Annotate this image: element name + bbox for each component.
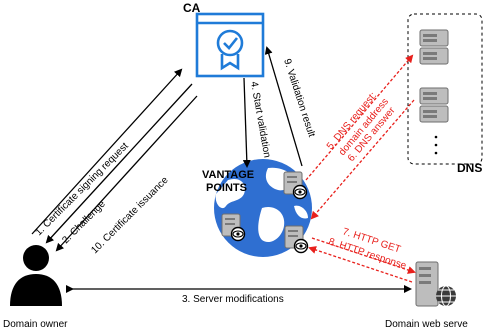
vantage-label-line1: VANTAGE — [202, 169, 254, 181]
person-icon — [10, 245, 62, 306]
arrow-7 — [311, 237, 416, 274]
certificate-icon — [195, 12, 265, 78]
server-icon — [419, 87, 449, 123]
step-9-label: 9. Validation result — [281, 58, 317, 139]
step-10-label: 10. Certificate issuance — [89, 175, 171, 257]
step-3-label: 3. Server modifications — [182, 294, 284, 305]
arrow-1 — [31, 68, 183, 235]
domain-owner-label: Domain owner — [3, 319, 68, 330]
ca-label: CA — [183, 1, 201, 15]
web-server-icon — [415, 261, 456, 307]
step-4-label: 4. Start validation — [248, 81, 272, 159]
dns-server-group — [407, 13, 483, 165]
arrow-10 — [55, 95, 198, 252]
server-icon — [419, 29, 449, 65]
dns-label: DNS — [457, 161, 482, 175]
arrow-4 — [242, 77, 251, 168]
arrow-9 — [264, 46, 303, 167]
vantage-label-line2: POINTS — [206, 182, 247, 194]
arrow-2 — [45, 83, 193, 244]
web-server-label: Domain web serve — [385, 319, 468, 330]
arrow-8 — [308, 246, 413, 283]
arrow-6 — [310, 99, 415, 220]
arrow-5 — [305, 54, 414, 181]
